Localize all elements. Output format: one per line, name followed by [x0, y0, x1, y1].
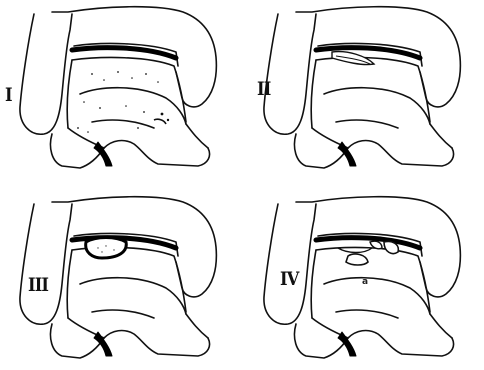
- stage-label-1: I: [5, 86, 12, 105]
- fragment-annotation: a: [362, 277, 368, 287]
- stage-label-3: III: [28, 276, 48, 295]
- stage-label-2: II: [257, 80, 270, 99]
- panel-3-drawing: [20, 197, 216, 358]
- panel-1-drawing: [20, 7, 216, 168]
- panel-2-drawing: [264, 7, 460, 168]
- stage-label-4: IV: [280, 270, 298, 289]
